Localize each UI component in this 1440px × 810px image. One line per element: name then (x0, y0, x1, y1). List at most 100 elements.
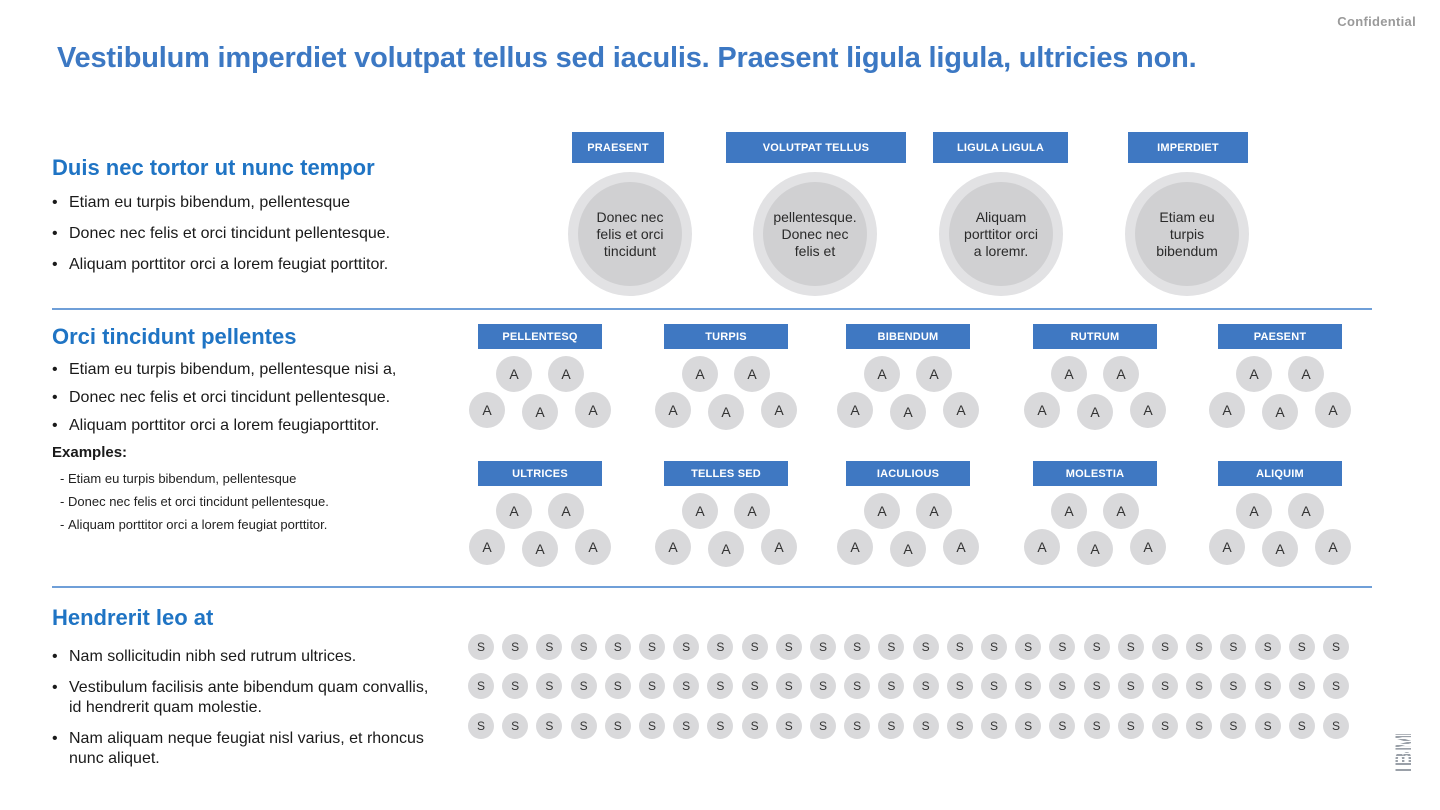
group-circle: A (864, 356, 900, 392)
dot-circle: S (1049, 634, 1076, 660)
dot-circle: S (1152, 673, 1178, 699)
group-circle: A (943, 529, 979, 565)
group-circle: A (734, 493, 770, 529)
bullet: Etiam eu turpis bibendum, pellentesque (52, 193, 472, 213)
dot-circle: S (878, 634, 905, 660)
dot-circle: S (1117, 673, 1144, 699)
group-circle: A (1315, 392, 1351, 428)
group-circle: A (496, 493, 532, 529)
section-divider (52, 586, 1372, 588)
section2-heading: Orci tincidunt pellentes (52, 324, 297, 349)
column-circle: Donec nec felis et orci tincidunt (568, 172, 692, 296)
dot-circle: S (981, 673, 1007, 699)
dot-circle: S (570, 634, 597, 660)
dot-circle: S (502, 634, 529, 660)
group-circle: A (1262, 394, 1298, 430)
dot-circle: S (1220, 713, 1247, 739)
dot-circle: S (707, 634, 734, 660)
dot-circle: S (570, 673, 597, 699)
dot-circle: S (1323, 713, 1349, 739)
group-circle: A (575, 392, 611, 428)
dot-circle: S (1117, 634, 1144, 660)
column-circle: Etiam eu turpis bibendum (1125, 172, 1249, 296)
group-circle: A (916, 493, 952, 529)
dot-circle: S (604, 673, 631, 699)
dot-circle: S (878, 673, 905, 699)
group-label: MOLESTIA (1033, 461, 1157, 486)
dot-circle: S (878, 713, 905, 739)
bullet: Aliquam porttitor orci a lorem feugiat p… (52, 255, 472, 275)
dot-circle: S (810, 634, 836, 660)
page-title: Vestibulum imperdiet volutpat tellus sed… (57, 42, 1197, 74)
dot-circle: S (707, 673, 734, 699)
dot-circle: S (1288, 673, 1315, 699)
group-circle: A (1288, 493, 1324, 529)
dot-circle: S (570, 713, 597, 739)
group-label: ALIQUIM (1218, 461, 1342, 486)
dot-circle: S (1152, 634, 1178, 660)
group-label: ULTRICES (478, 461, 602, 486)
group-circle: A (761, 392, 797, 428)
dot-circle: S (1083, 673, 1110, 699)
example-item: Donec nec felis et orci tincidunt pellen… (52, 490, 472, 513)
group-circle: A (522, 394, 558, 430)
group-circle: A (916, 356, 952, 392)
dot-circle: S (468, 673, 494, 699)
dot-circle: S (1015, 673, 1042, 699)
circle-text: Aliquam porttitor orci a loremr. (964, 208, 1038, 259)
group-circle: A (1130, 392, 1166, 428)
dot-circle: S (1254, 634, 1281, 660)
bullet: Donec nec felis et orci tincidunt pellen… (52, 224, 472, 244)
section1-heading: Duis nec tortor ut nunc tempor (52, 155, 375, 180)
group-circle: A (469, 529, 505, 565)
group-circle: A (522, 531, 558, 567)
column-label-ligula-ligula: LIGULA LIGULA (933, 132, 1068, 163)
group-label: RUTRUM (1033, 324, 1157, 349)
dot-circle: S (1186, 673, 1213, 699)
dot-circle: S (1015, 713, 1042, 739)
dot-circle: S (1220, 673, 1247, 699)
group-label: IACULIOUS (846, 461, 970, 486)
group-label: BIBENDUM (846, 324, 970, 349)
group-circle: A (575, 529, 611, 565)
column-label-volutpat-tellus: VOLUTPAT TELLUS (726, 132, 906, 163)
ibm-logo: IBM (1392, 733, 1416, 773)
group-circle: A (708, 394, 744, 430)
group-circle: A (1130, 529, 1166, 565)
dot-circle: S (1117, 713, 1144, 739)
section3-heading: Hendrerit leo at (52, 605, 214, 630)
dot-circle: S (1083, 634, 1110, 660)
section2-bullets: Etiam eu turpis bibendum, pellentesque n… (52, 360, 472, 436)
group-circle: A (837, 392, 873, 428)
bullet: Nam aliquam neque feugiat nisl varius, e… (52, 729, 432, 769)
group-circle: A (1236, 493, 1272, 529)
group-label: PAESENT (1218, 324, 1342, 349)
group-circle: A (548, 356, 584, 392)
dot-circle: S (1186, 713, 1213, 739)
group-circle: A (1051, 493, 1087, 529)
dot-circle: S (1254, 673, 1281, 699)
column-label-imperdiet: IMPERDIET (1128, 132, 1248, 163)
column-circle: pellentesque. Donec nec felis et (753, 172, 877, 296)
dot-circle: S (775, 634, 802, 660)
dot-circle: S (981, 713, 1007, 739)
group-circle: A (1315, 529, 1351, 565)
dot-circle: S (673, 713, 700, 739)
group-circle: A (496, 356, 532, 392)
group-circle: A (1077, 531, 1113, 567)
group-circle: A (890, 531, 926, 567)
group-circle: A (1103, 493, 1139, 529)
example-item: Etiam eu turpis bibendum, pellentesque (52, 467, 472, 490)
group-circle: A (1262, 531, 1298, 567)
dot-circle: S (1288, 713, 1315, 739)
dot-circle: S (673, 673, 700, 699)
dot-circle: S (1049, 713, 1076, 739)
dot-circle: S (741, 634, 768, 660)
circle-text: Etiam eu turpis bibendum (1156, 208, 1218, 259)
confidential-label: Confidential (1337, 14, 1416, 29)
dot-circle: S (502, 713, 529, 739)
dot-circle: S (946, 713, 973, 739)
dot-circle: S (912, 634, 939, 660)
section1-bullets: Etiam eu turpis bibendum, pellentesque D… (52, 193, 472, 275)
dot-circle: S (912, 673, 939, 699)
